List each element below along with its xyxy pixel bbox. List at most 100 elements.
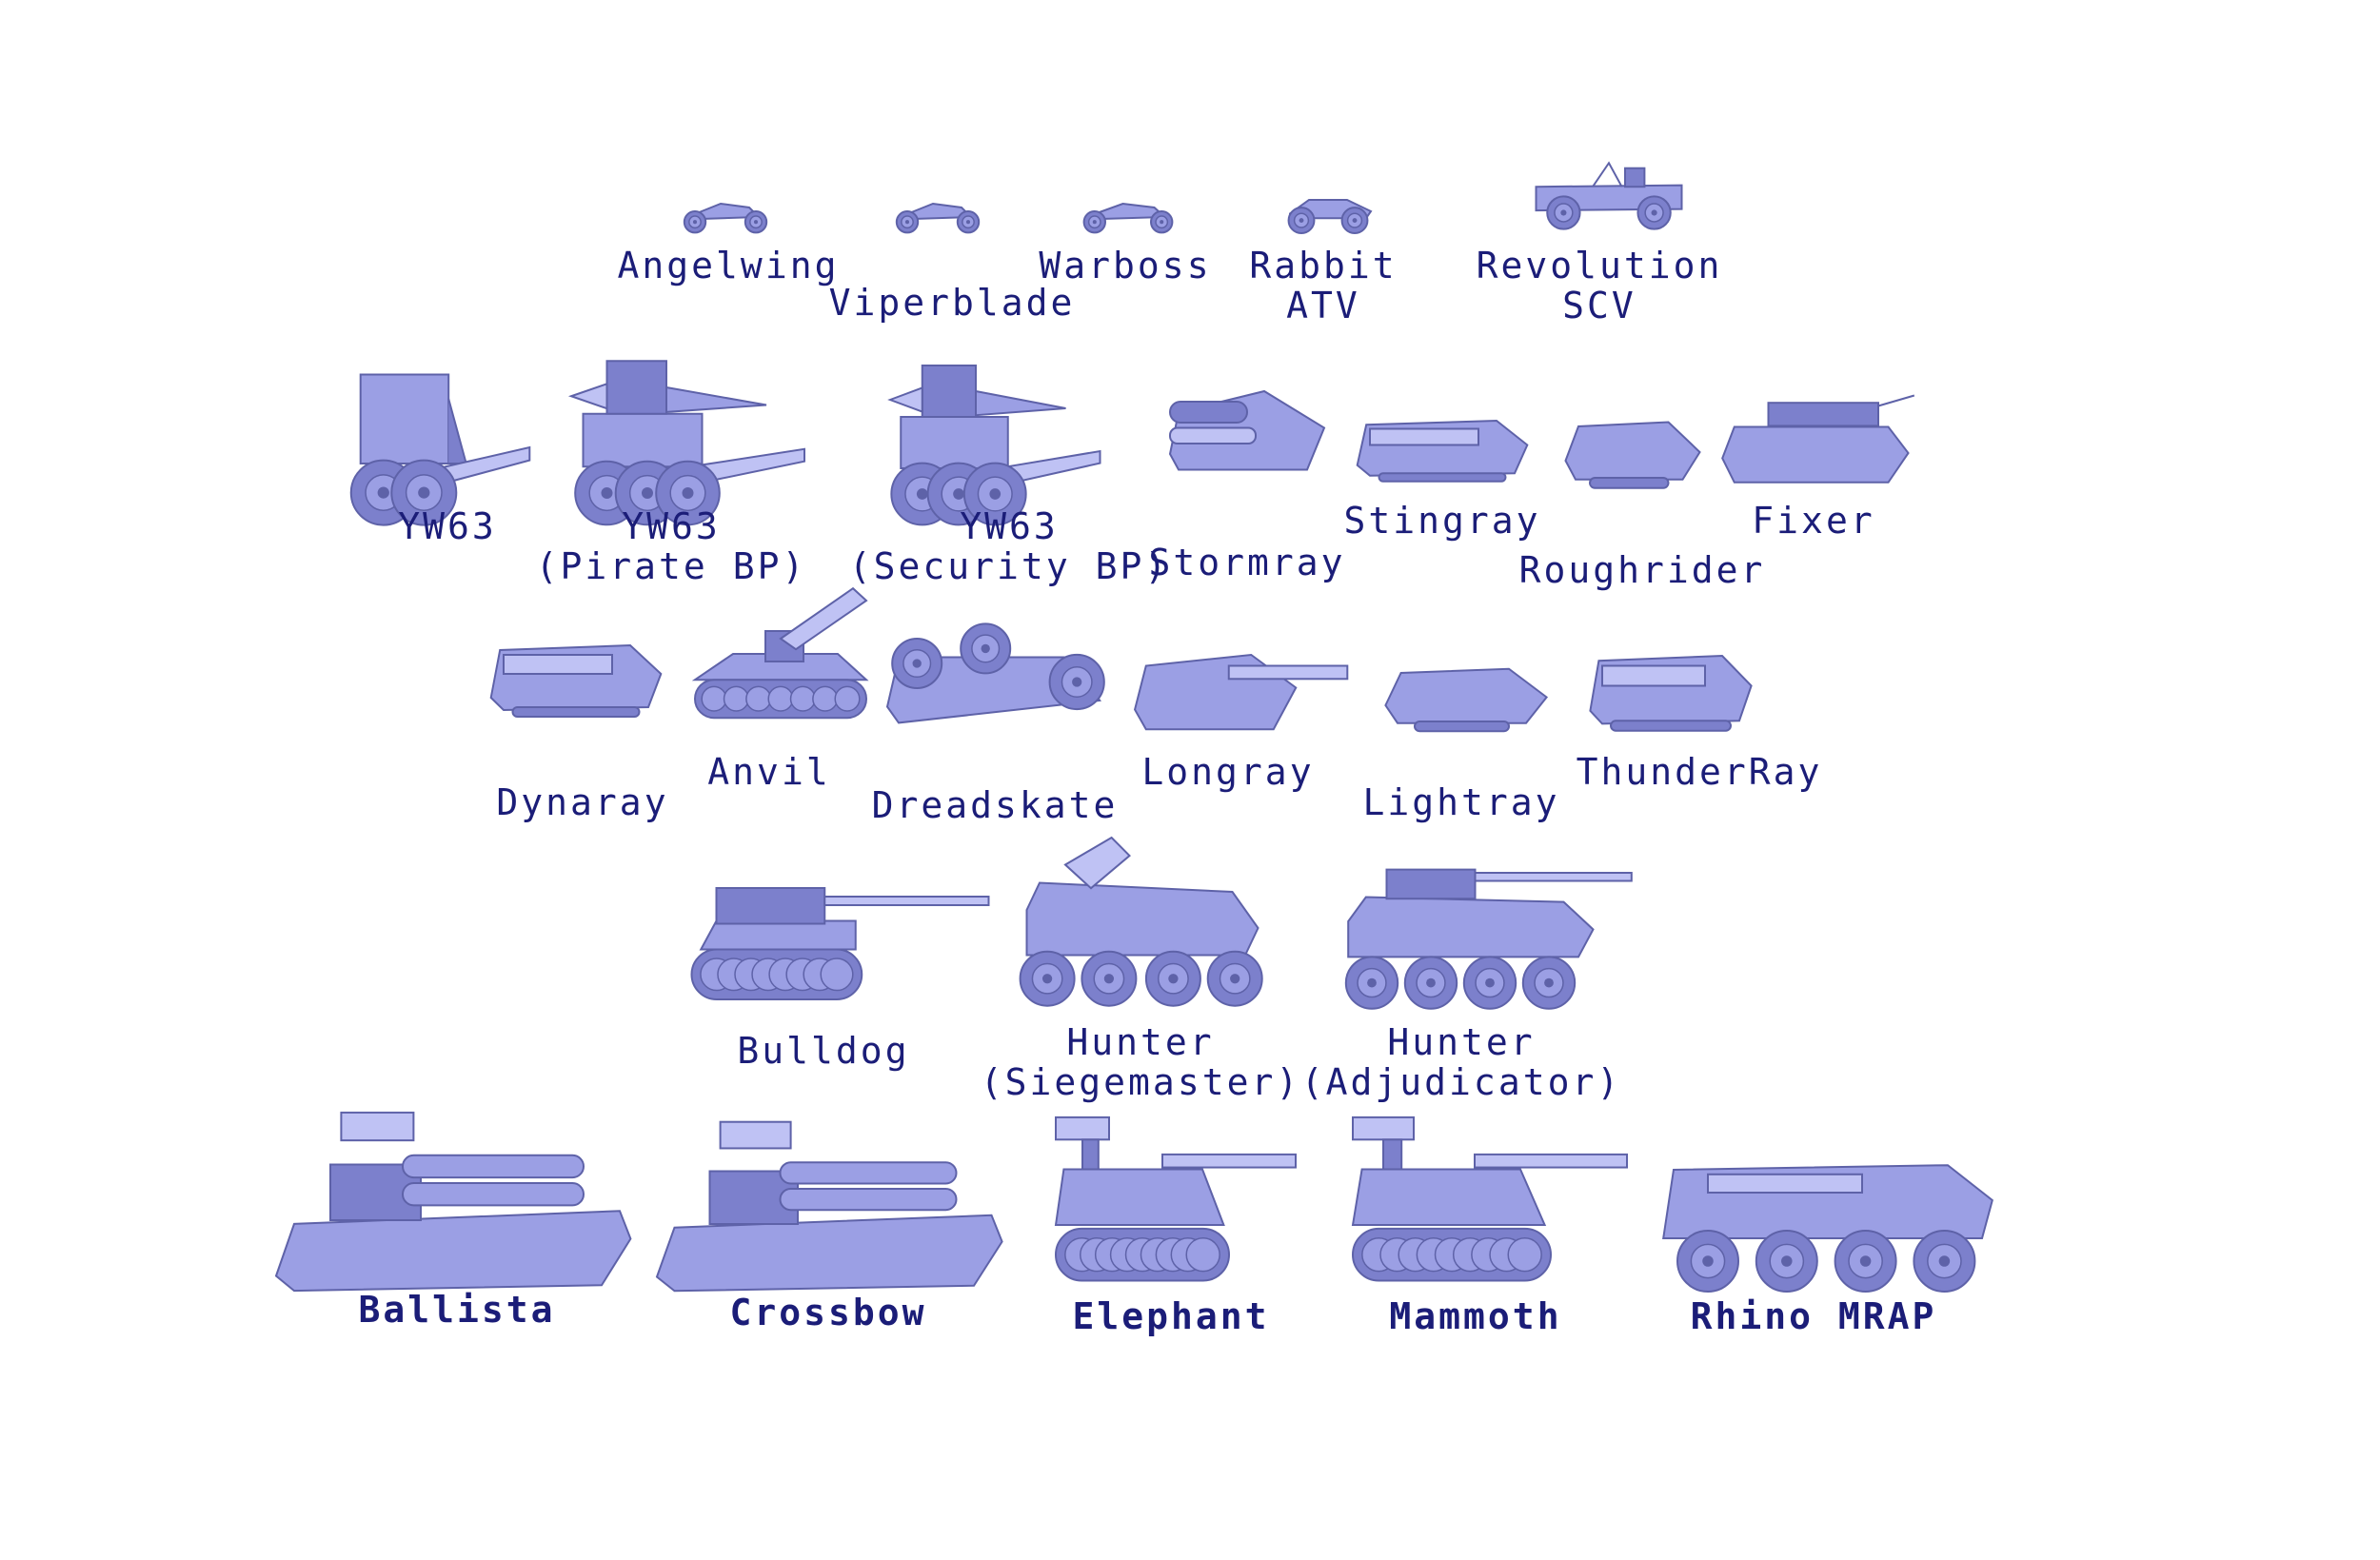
yw63-pirate-label: YW63(Pirate BP) xyxy=(536,506,807,586)
vehicle-name-line: Roughrider xyxy=(1518,549,1766,591)
crossbow-model xyxy=(655,1118,1009,1294)
vehicle-name-line: Anvil xyxy=(707,751,831,793)
lightray-label: Lightray xyxy=(1362,782,1559,822)
hunter-siegemaster-model xyxy=(1014,836,1271,1018)
lightray-model xyxy=(1380,657,1552,738)
dynaray-model xyxy=(486,626,666,721)
yw63-pirate-model xyxy=(567,352,809,528)
vehicle-name-line: Rabbit xyxy=(1249,245,1398,286)
rhino-mrap-model xyxy=(1656,1147,1999,1299)
revolution-scv-model xyxy=(1528,157,1690,231)
angelwing-model-graphic xyxy=(683,202,768,234)
stormray-model xyxy=(1161,381,1333,485)
dynaray-label: Dynaray xyxy=(496,782,668,822)
bulldog-model-graphic xyxy=(690,887,990,1000)
vehicle-name-line: Revolution xyxy=(1476,245,1723,286)
vehicle-name-line: Dreadskate xyxy=(871,784,1119,826)
crossbow-label: Crossbow xyxy=(729,1293,926,1333)
longray-label: Longray xyxy=(1141,752,1314,792)
viperblade-model-graphic xyxy=(895,202,981,234)
mammoth-model xyxy=(1338,1114,1642,1299)
vehicle-name-line: Ballista xyxy=(358,1289,556,1331)
thunderray-model xyxy=(1585,636,1756,736)
hunter-siegemaster-model-graphic xyxy=(1019,836,1263,1007)
vehicle-name-line: ThunderRay xyxy=(1576,751,1823,793)
yw63-model xyxy=(349,366,533,528)
dreadskate-model xyxy=(876,614,1105,738)
fixer-model-graphic xyxy=(1721,394,1915,484)
stormray-model-graphic xyxy=(1168,389,1326,471)
vehicle-name-line: SCV xyxy=(1562,285,1636,326)
vehicle-name-line: Stingray xyxy=(1343,500,1541,542)
vehicle-name-line: Warboss xyxy=(1039,245,1212,286)
stormray-label: Stormray xyxy=(1148,543,1345,583)
vehicle-name-line: (Pirate BP) xyxy=(535,545,807,587)
bulldog-model xyxy=(685,871,995,1014)
mammoth-model-graphic xyxy=(1351,1116,1628,1282)
mammoth-label: Mammoth xyxy=(1389,1296,1561,1336)
rabbit-atv-model xyxy=(1280,188,1376,235)
anvil-model-graphic xyxy=(691,586,869,720)
vehicle-name-line: Hunter xyxy=(1387,1021,1536,1063)
ballista-model xyxy=(274,1109,638,1294)
vehicle-name-line: Longray xyxy=(1141,751,1315,793)
hunter-adjudicator-label: Hunter(Adjudicator) xyxy=(1301,1022,1621,1102)
angelwing-label: Angelwing xyxy=(618,246,840,286)
longray-model-graphic xyxy=(1133,653,1349,731)
viperblade-label: Viperblade xyxy=(829,283,1076,323)
stingray-model-graphic xyxy=(1356,419,1529,483)
yw63-security-model xyxy=(887,357,1104,528)
warboss-model xyxy=(1076,196,1180,234)
vehicle-name-line: Fixer xyxy=(1752,500,1875,542)
bulldog-label: Bulldog xyxy=(737,1031,909,1071)
vehicle-name-line: Dynaray xyxy=(496,781,669,823)
yw63-model-graphic xyxy=(349,373,531,526)
warboss-label: Warboss xyxy=(1039,246,1211,286)
rabbit-atv-model-graphic xyxy=(1287,199,1373,235)
dynaray-model-graphic xyxy=(489,643,663,718)
hunter-adjudicator-model xyxy=(1342,857,1637,1018)
ballista-label: Ballista xyxy=(358,1290,555,1330)
stingray-model xyxy=(1352,405,1533,485)
elephant-model-graphic xyxy=(1054,1116,1297,1282)
dreadskate-model-graphic xyxy=(885,622,1105,724)
roughrider-label: Roughrider xyxy=(1519,550,1766,590)
vehicle-name-line: Hunter xyxy=(1066,1021,1215,1063)
vehicle-name-line: Mammoth xyxy=(1389,1295,1562,1337)
lightray-model-graphic xyxy=(1384,667,1549,733)
fixer-model xyxy=(1718,390,1918,495)
vehicle-name-line: (Siegemaster) xyxy=(980,1061,1301,1103)
dreadskate-label: Dreadskate xyxy=(872,785,1119,825)
vehicle-name-line: Viperblade xyxy=(828,282,1076,324)
elephant-model xyxy=(1042,1114,1309,1299)
vehicle-name-line: Stormray xyxy=(1148,542,1346,583)
vehicle-name-line: Angelwing xyxy=(617,245,840,286)
crossbow-model-graphic xyxy=(655,1120,1003,1293)
yw63-security-model-graphic xyxy=(887,365,1101,526)
anvil-label: Anvil xyxy=(707,752,830,792)
elephant-label: Elephant xyxy=(1072,1296,1269,1336)
hunter-siegemaster-label: Hunter(Siegemaster) xyxy=(981,1022,1300,1102)
vehicle-name-line: Lightray xyxy=(1362,781,1560,823)
vehicle-name-line: Rhino MRAP xyxy=(1690,1295,1937,1337)
ballista-model-graphic xyxy=(274,1111,632,1293)
vehicle-name-line: Bulldog xyxy=(737,1030,910,1072)
hunter-adjudicator-model-graphic xyxy=(1344,868,1633,1010)
revolution-scv-model-graphic xyxy=(1535,161,1683,230)
roughrider-model xyxy=(1561,409,1704,495)
vehicle-name-line: YW63 xyxy=(960,505,1059,547)
vehicle-name-line: (Adjudicator) xyxy=(1300,1061,1622,1103)
vehicle-name-line: (Security BP) xyxy=(848,545,1170,587)
thunderray-model-graphic xyxy=(1589,654,1753,732)
vehicle-name-line: Crossbow xyxy=(729,1292,927,1333)
vehicle-name-line: YW63 xyxy=(622,505,721,547)
longray-model xyxy=(1128,633,1352,742)
anvil-model xyxy=(685,585,876,738)
thunderray-label: ThunderRay xyxy=(1577,752,1823,792)
yw63-label: YW63 xyxy=(398,506,497,546)
angelwing-model xyxy=(678,196,773,234)
roughrider-model-graphic xyxy=(1564,421,1701,489)
